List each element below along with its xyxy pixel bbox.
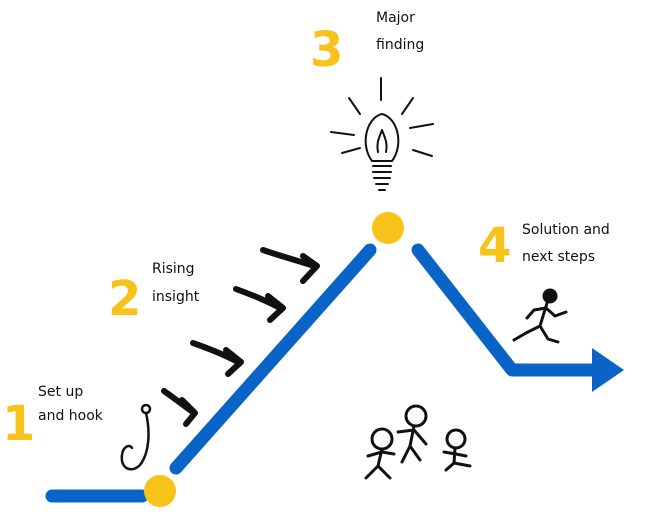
story-path: [45, 243, 624, 503]
stage-1-label-line2: and hook: [38, 408, 104, 424]
start-milestone-dot: [144, 475, 176, 507]
runner-icon: [512, 288, 568, 344]
lightbulb-icon: [330, 77, 434, 191]
arrow-icon: [190, 340, 244, 377]
stage-3-label-line2: finding: [376, 37, 424, 53]
stage-4-label-line1: Solution and: [522, 222, 610, 238]
stage-1-label-line1: Set up: [38, 384, 83, 400]
arrow-icon: [161, 388, 198, 427]
fishing-hook-icon: [120, 403, 152, 471]
stick-figures-icon: [364, 404, 472, 480]
stage-3-label-line1: Major: [376, 10, 415, 26]
path-arrowhead: [592, 348, 624, 392]
path-rising-segment: [169, 243, 377, 475]
stage-4-number: 4: [478, 218, 511, 274]
arrow-icon: [260, 247, 320, 284]
stage-3-number: 3: [310, 22, 343, 78]
stage-1-number: 1: [2, 396, 35, 452]
stick-figure: [364, 427, 396, 480]
stage-2-label-line2: insight: [152, 289, 200, 305]
stick-figure: [442, 428, 472, 472]
peak-milestone-dot: [372, 212, 404, 244]
arrow-icon: [233, 286, 286, 323]
stage-2-number: 2: [108, 271, 141, 327]
stick-figure: [396, 404, 428, 464]
stage-2-label-line1: Rising: [152, 261, 195, 277]
stage-4-label-line2: next steps: [522, 249, 595, 265]
rising-insight-arrows: [161, 247, 320, 427]
path-falling-segment: [411, 243, 605, 377]
